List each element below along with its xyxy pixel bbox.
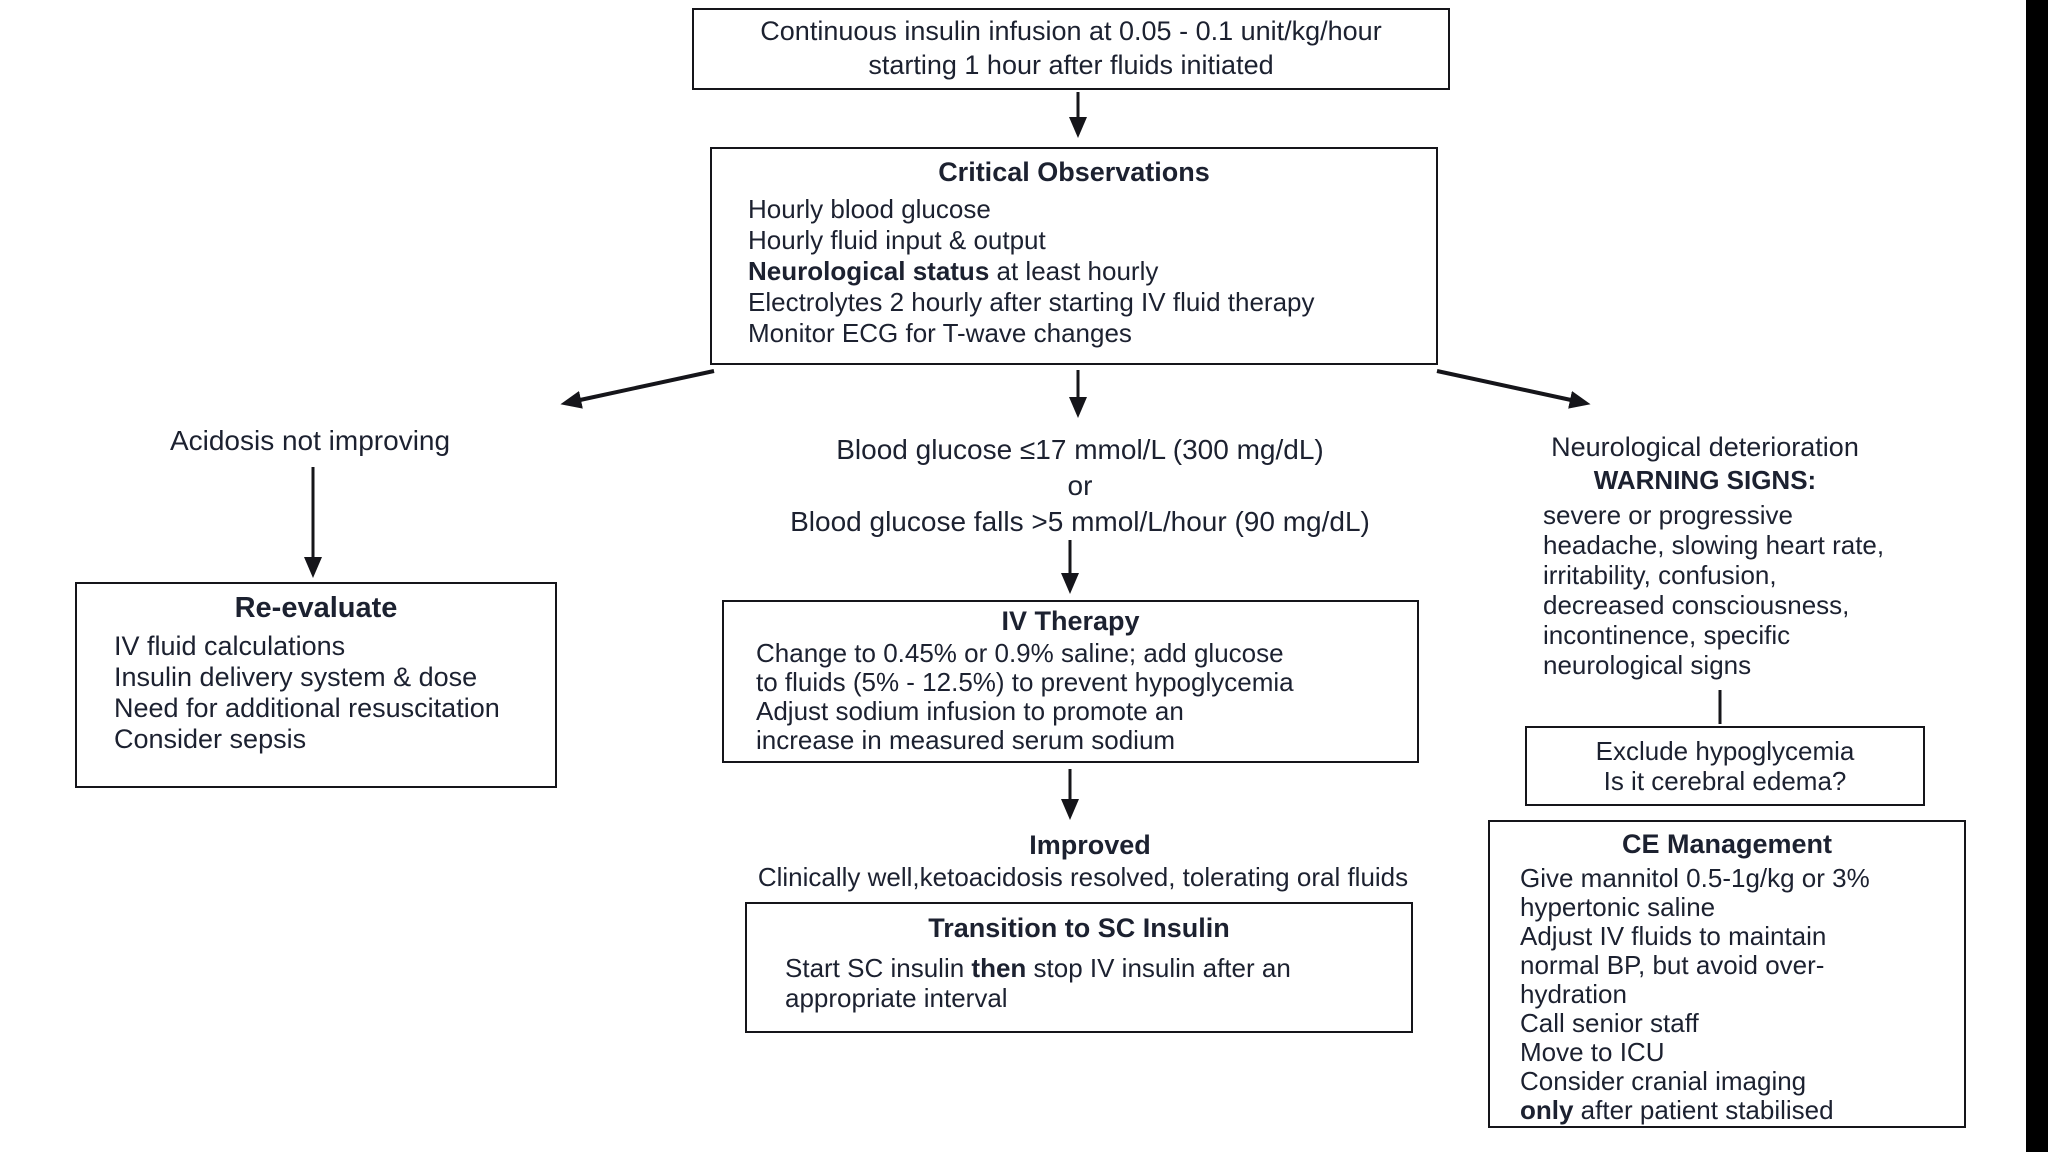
re-evaluate-item: IV fluid calculations [114, 631, 346, 661]
ce-line: hydration [1520, 979, 1627, 1009]
critical-item: Monitor ECG for T-wave changes [748, 318, 1132, 348]
iv-therapy-line: to fluids (5% - 12.5%) to prevent hypogl… [756, 667, 1294, 697]
critical-observations-box: Critical Observations Hourly blood gluco… [710, 147, 1438, 365]
transition-body: Start SC insulin then stop IV insulin af… [785, 953, 1291, 983]
warning-sign-line: neurological signs [1543, 650, 1752, 680]
warning-sign-line: headache, slowing heart rate, [1543, 530, 1885, 560]
arrow-critical-to-left-icon [560, 369, 715, 409]
warning-sign-line: irritability, confusion, [1543, 560, 1777, 590]
infusion-line2: starting 1 hour after fluids initiated [868, 50, 1274, 80]
ce-line: Move to ICU [1520, 1037, 1665, 1067]
infusion-box: Continuous insulin infusion at 0.05 - 0.… [692, 8, 1450, 90]
ce-line: Give mannitol 0.5-1g/kg or 3% [1520, 863, 1870, 893]
ce-management-box: CE Management Give mannitol 0.5-1g/kg or… [1488, 820, 1966, 1128]
re-evaluate-title: Re-evaluate [234, 592, 398, 624]
warning-signs-title: WARNING SIGNS: [1593, 465, 1817, 495]
transition-title: Transition to SC Insulin [928, 913, 1230, 943]
glucose-condition-line1: Blood glucose ≤17 mmol/L (300 mg/dL) [836, 434, 1324, 465]
ce-line: Adjust IV fluids to maintain [1520, 921, 1827, 951]
improved-label: Improved [1029, 830, 1151, 860]
ce-line: Call senior staff [1520, 1008, 1699, 1038]
critical-item: Neurological status at least hourly [748, 256, 1159, 286]
ce-management-title: CE Management [1621, 829, 1833, 859]
critical-item: Electrolytes 2 hourly after starting IV … [748, 287, 1315, 317]
iv-therapy-line: Change to 0.45% or 0.9% saline; add gluc… [756, 638, 1284, 668]
ce-line: only after patient stabilised [1520, 1095, 1834, 1125]
arrow-critical-to-right-icon [1436, 369, 1591, 409]
screen-edge-bar [2026, 0, 2048, 1152]
ce-line: Consider cranial imaging [1520, 1066, 1807, 1096]
re-evaluate-item: Insulin delivery system & dose [114, 662, 478, 692]
iv-therapy-title: IV Therapy [1001, 606, 1140, 636]
ce-line: hypertonic saline [1520, 892, 1716, 922]
transition-body-line2: appropriate interval [785, 983, 1008, 1013]
exclude-hypoglycemia-box: Exclude hypoglycemia Is it cerebral edem… [1525, 726, 1925, 806]
re-evaluate-item: Consider sepsis [114, 724, 307, 754]
glucose-condition-line2: Blood glucose falls >5 mmol/L/hour (90 m… [790, 506, 1370, 537]
critical-item: Hourly fluid input & output [748, 225, 1046, 255]
iv-therapy-line: increase in measured serum sodium [756, 725, 1176, 755]
critical-item: Hourly blood glucose [748, 194, 991, 224]
warning-sign-line: severe or progressive [1543, 500, 1793, 530]
acidosis-branch-label: Acidosis not improving [169, 425, 451, 456]
iv-therapy-line: Adjust sodium infusion to promote an [756, 696, 1184, 726]
warning-sign-line: incontinence, specific [1543, 620, 1791, 650]
exclude-line1: Exclude hypoglycemia [1595, 736, 1855, 766]
improved-sublabel: Clinically well,ketoacidosis resolved, t… [757, 862, 1409, 892]
re-evaluate-item: Need for additional resuscitation [114, 693, 500, 723]
iv-therapy-box: IV Therapy Change to 0.45% or 0.9% salin… [722, 600, 1419, 763]
ce-line: normal BP, but avoid over- [1520, 950, 1825, 980]
re-evaluate-box: Re-evaluate IV fluid calculations Insuli… [75, 582, 557, 788]
transition-sc-insulin-box: Transition to SC Insulin Start SC insuli… [745, 902, 1413, 1033]
glucose-condition-or: or [1067, 470, 1093, 501]
warning-signs-list: severe or progressive headache, slowing … [1543, 500, 1963, 680]
infusion-line1: Continuous insulin infusion at 0.05 - 0.… [760, 16, 1382, 46]
critical-observations-title: Critical Observations [938, 157, 1210, 187]
exclude-line2: Is it cerebral edema? [1603, 766, 1847, 796]
glucose-condition-label: Blood glucose ≤17 mmol/L (300 mg/dL) or … [700, 432, 1460, 540]
neurological-branch-label: Neurological deterioration [1551, 432, 1859, 462]
warning-sign-line: decreased consciousness, [1543, 590, 1850, 620]
